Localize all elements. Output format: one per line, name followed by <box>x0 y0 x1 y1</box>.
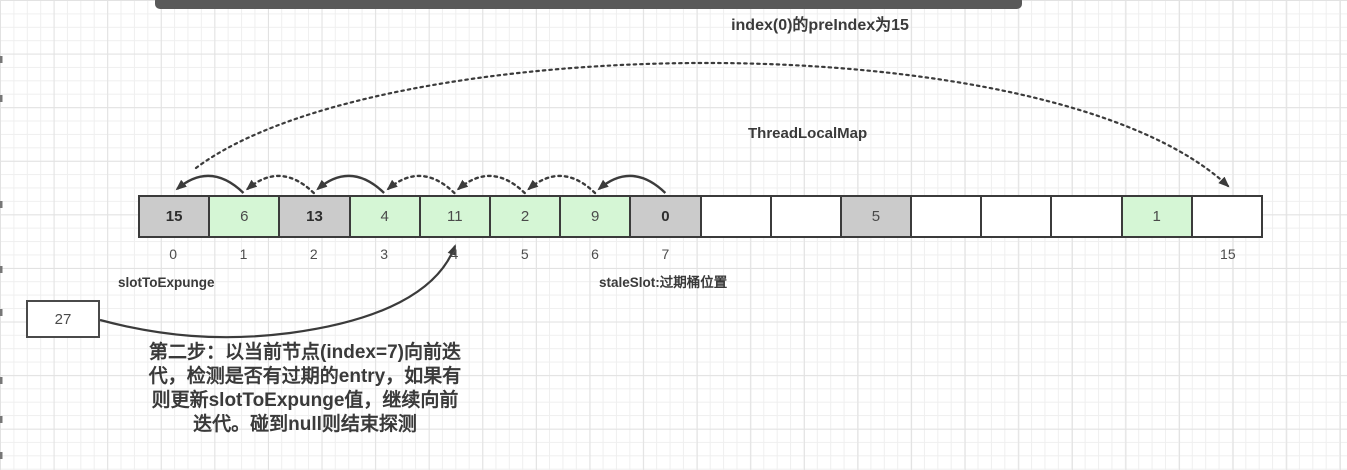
cell-value: 0 <box>661 208 670 225</box>
iteration-arc-5-to-4 <box>456 174 526 195</box>
iteration-arc-1-to-0 <box>175 174 245 194</box>
diagram-title: index(0)的preIndex为15 <box>731 17 909 34</box>
index-label-1: 1 <box>239 246 248 262</box>
iteration-arcs <box>175 174 667 195</box>
cell-value: 4 <box>380 208 389 225</box>
array-cell-8 <box>701 197 772 236</box>
array-cell-10: 5 <box>841 197 913 236</box>
pointer-box-value: 27 <box>54 310 72 328</box>
array-cell-7: 0 <box>631 197 702 236</box>
array-cell-5: 2 <box>490 197 562 236</box>
iteration-arc-6-to-5 <box>527 174 597 195</box>
note-line-3: 则更新slotToExpunge值，继续向前 <box>151 390 459 411</box>
pointer-box: 27 <box>26 300 100 338</box>
index-label-0: 0 <box>169 246 178 262</box>
index-label-6: 6 <box>591 246 599 262</box>
index-label-7: 7 <box>661 246 670 262</box>
stale-slot-label: staleSlot:过期桶位置 <box>599 275 728 290</box>
note-text: 第二步：以当前节点(index=7)向前迭代，检测是否有过期的entry，如果有… <box>95 341 515 437</box>
top-bar <box>155 0 1022 9</box>
index-label-5: 5 <box>520 246 529 262</box>
iteration-arc-4-to-3 <box>386 174 456 195</box>
array-cell-15 <box>1192 197 1261 236</box>
array-cell-14: 1 <box>1122 197 1193 236</box>
index-label-4: 4 <box>450 246 459 262</box>
note-line-1: 第二步：以当前节点(index=7)向前迭 <box>149 342 461 363</box>
array-cell-9 <box>771 197 842 236</box>
array-row: 15 6 13 4 11 2 9 0 5 1 <box>138 195 1263 238</box>
array-cell-2: 13 <box>280 197 351 236</box>
cell-value: 5 <box>871 208 881 225</box>
index-label-2: 2 <box>309 246 318 262</box>
pre-index-arc <box>194 61 1230 188</box>
note-line-4: 迭代。碰到null则结束探测 <box>193 414 417 435</box>
iteration-arc-7-to-6 <box>597 174 667 194</box>
note-line-2: 代，检测是否有过期的entry，如果有 <box>148 366 462 387</box>
index-label-15: 15 <box>1220 246 1236 262</box>
array-cell-12 <box>982 197 1053 236</box>
cell-value: 15 <box>165 208 183 225</box>
array-cell-4: 11 <box>420 197 491 236</box>
cell-value: 1 <box>1152 208 1161 225</box>
array-cell-0: 15 <box>140 197 211 236</box>
array-cell-1: 6 <box>210 197 281 236</box>
cell-value: 11 <box>447 208 463 225</box>
cell-value: 13 <box>306 208 323 225</box>
index-label-3: 3 <box>380 246 388 262</box>
slot-to-expunge-label: slotToExpunge <box>118 275 215 290</box>
iteration-arc-2-to-1 <box>245 174 315 195</box>
cell-value: 2 <box>520 208 530 225</box>
iteration-arc-3-to-2 <box>316 174 385 194</box>
threadlocalmap-label: ThreadLocalMap <box>748 125 868 142</box>
array-cell-13 <box>1052 197 1123 236</box>
array-cell-11 <box>912 197 983 236</box>
array-cell-6: 9 <box>561 197 632 236</box>
index-labels: 0 1 2 3 4 5 6 7 15 <box>0 246 1347 264</box>
cell-value: 6 <box>240 208 249 225</box>
cell-value: 9 <box>591 208 600 225</box>
array-cell-3: 4 <box>350 197 421 236</box>
